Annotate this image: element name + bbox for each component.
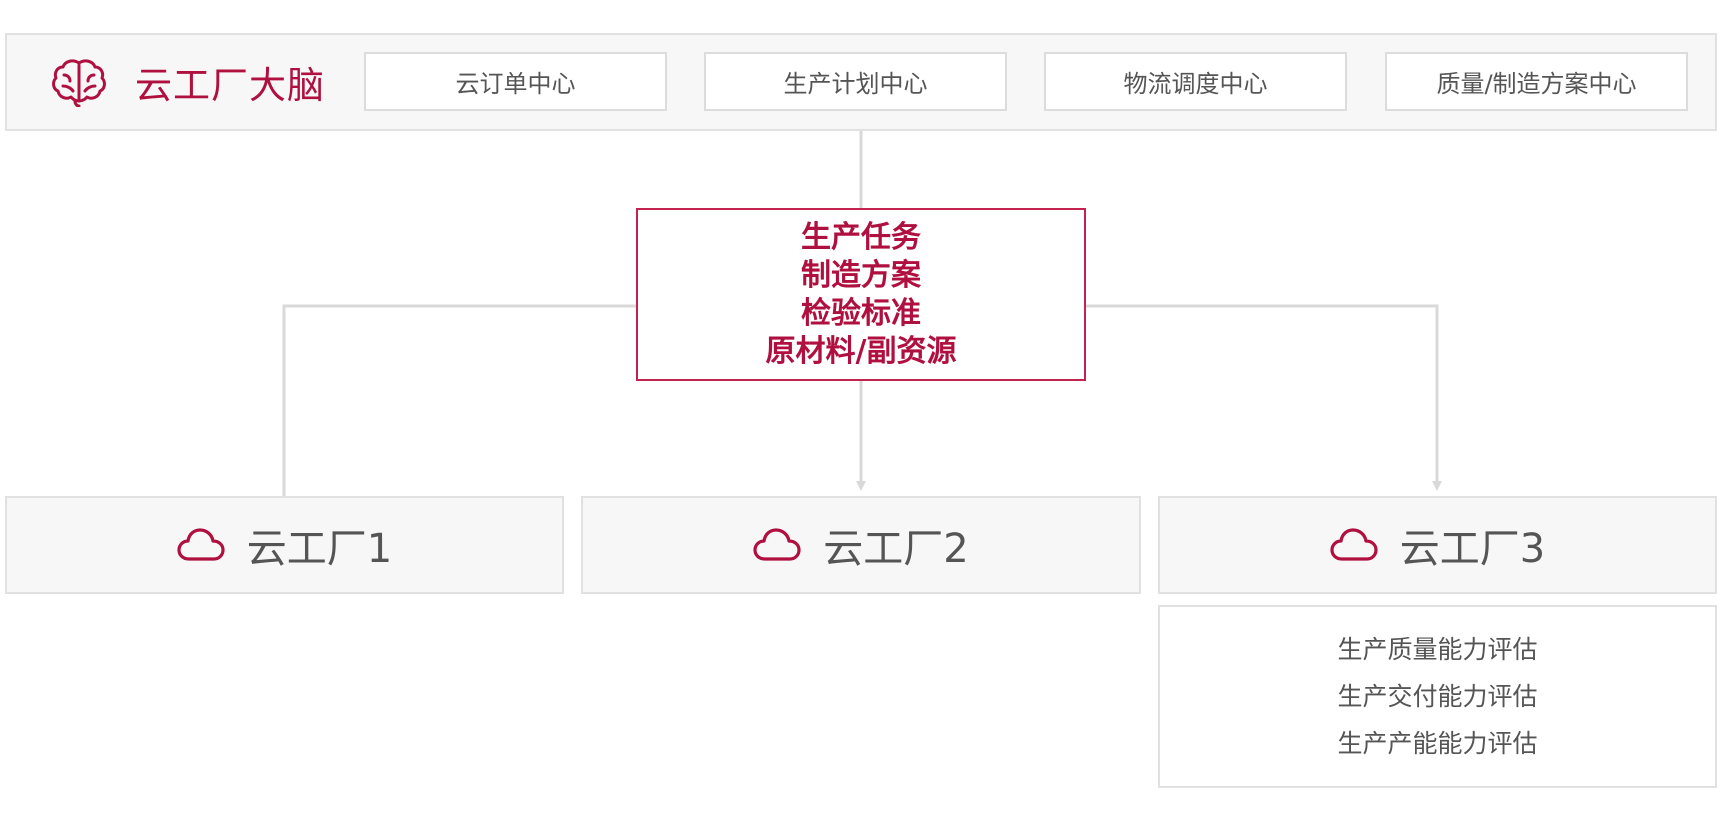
cloud-factory-1[interactable]: 云工厂1: [5, 496, 564, 594]
task-line: 检验标准: [801, 295, 921, 331]
brain-icon: [51, 57, 107, 107]
task-line: 原材料/副资源: [765, 333, 957, 369]
cloud-factory-2[interactable]: 云工厂2: [581, 496, 1141, 594]
order-center-button[interactable]: 云订单中心: [364, 52, 667, 111]
factory-label: 云工厂2: [823, 526, 969, 572]
cloud-factory-3[interactable]: 云工厂3: [1158, 496, 1717, 594]
cloud-icon: [1330, 527, 1378, 563]
task-to-factory1-line: [282, 304, 636, 496]
quality-manufacturing-center-button[interactable]: 质量/制造方案中心: [1385, 52, 1688, 111]
cloud-icon: [177, 527, 225, 563]
evaluation-item: 生产交付能力评估: [1337, 682, 1538, 711]
factory-label: 云工厂1: [246, 526, 393, 572]
brain-header: 云工厂大脑: [51, 35, 325, 129]
production-plan-center-button[interactable]: 生产计划中心: [704, 52, 1007, 111]
production-task-box: 生产任务 制造方案 检验标准 原材料/副资源: [636, 208, 1086, 381]
logistics-dispatch-center-button[interactable]: 物流调度中心: [1044, 52, 1347, 111]
evaluation-item: 生产质量能力评估: [1337, 635, 1538, 664]
evaluation-item: 生产产能能力评估: [1337, 729, 1538, 758]
cloud-icon: [753, 527, 801, 563]
cloud-factory-brain-bar: 云工厂大脑 云订单中心 生产计划中心 物流调度中心 质量/制造方案中心: [5, 33, 1717, 131]
task-to-factory3-arrow: [1086, 304, 1442, 491]
task-line: 制造方案: [801, 257, 921, 293]
task-line: 生产任务: [801, 219, 921, 255]
capability-evaluation-box: 生产质量能力评估 生产交付能力评估 生产产能能力评估: [1158, 605, 1717, 788]
brain-title: 云工厂大脑: [135, 64, 325, 107]
factory-label: 云工厂3: [1399, 526, 1546, 572]
